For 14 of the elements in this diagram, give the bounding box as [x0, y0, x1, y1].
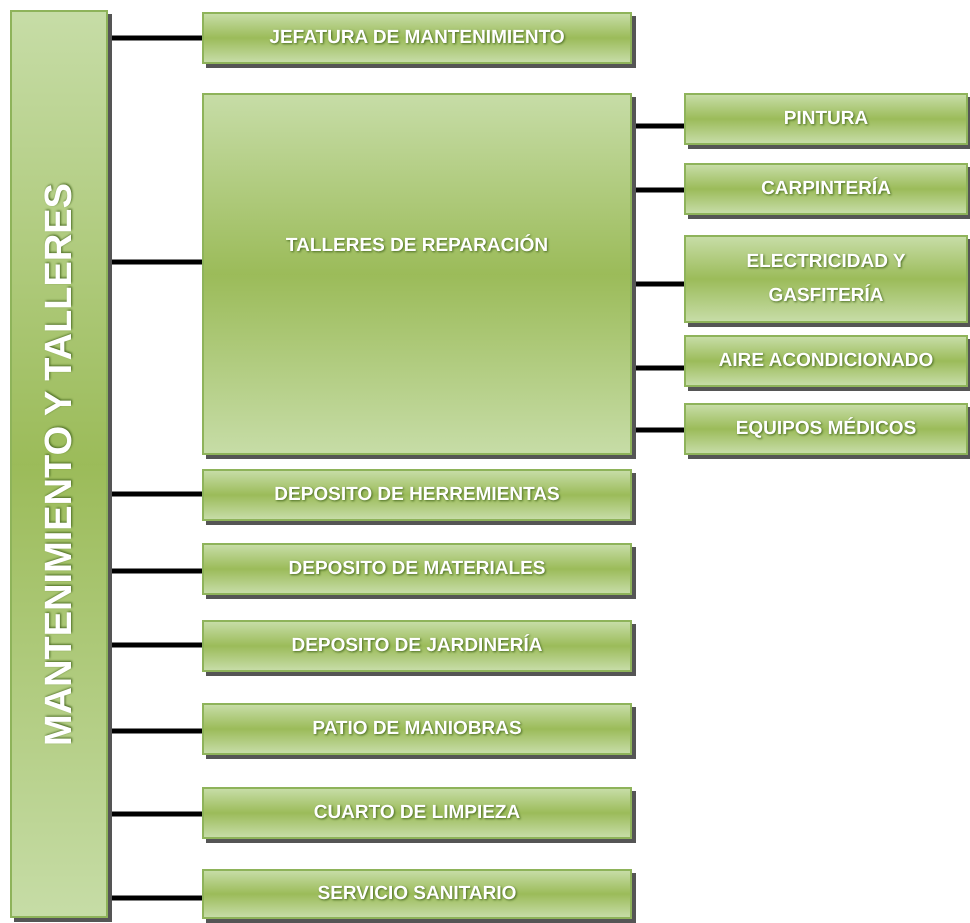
unit-label: DEPOSITO DE JARDINERÍA [290, 633, 544, 658]
unit-label: CUARTO DE LIMPIEZA [312, 801, 522, 825]
unit-label: EQUIPOS MÉDICOS [734, 416, 918, 441]
unit-label: TALLERES DE REPARACIÓN [284, 233, 550, 258]
unit-label: DEPOSITO DE MATERIALES [288, 557, 546, 581]
unit-label: PATIO DE MANIOBRAS [311, 717, 523, 741]
unit-label: CARPINTERÍA [760, 176, 892, 201]
department-title: MANTENIMIENTO Y TALLERES [36, 182, 80, 746]
unit-label: DEPOSITO DE HERREMIENTAS [273, 483, 561, 507]
unit-label: JEFATURA DE MANTENIMIENTO [268, 26, 566, 50]
unit-label: PINTURA [782, 107, 870, 131]
unit-label: ELECTRICIDAD Y GASFITERÍA [745, 250, 907, 308]
unit-label: AIRE ACONDICIONADO [718, 349, 934, 373]
unit-label: SERVICIO SANITARIO [316, 882, 518, 906]
